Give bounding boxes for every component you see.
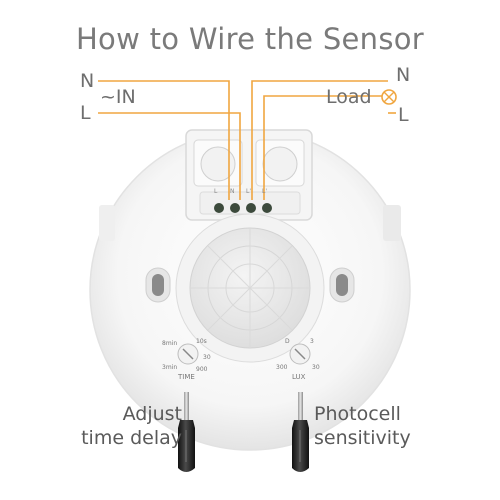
right-neutral-label: N xyxy=(396,64,411,86)
side-tab xyxy=(383,205,401,241)
time-delay-caption-2: time delay xyxy=(68,426,182,450)
lamp-icon xyxy=(381,89,397,105)
terminal-mark: L' xyxy=(262,188,267,195)
time-delay-caption-line2: time delay xyxy=(81,427,182,449)
photocell-caption: Photocell xyxy=(314,402,424,426)
time-tick: 3min xyxy=(162,364,178,371)
screwdriver-icon xyxy=(178,392,195,472)
terminal-screw xyxy=(214,203,224,213)
lux-tick: 300 xyxy=(276,364,288,371)
time-tick: 10s xyxy=(196,338,207,345)
lux-knob xyxy=(289,343,311,365)
photocell-caption-line2: sensitivity xyxy=(314,427,411,449)
lux-knob-label: LUX xyxy=(292,373,306,381)
photocell-caption-line1: Photocell xyxy=(314,403,401,425)
wire-neutral-in xyxy=(98,80,230,200)
terminal-screws xyxy=(214,203,272,213)
terminal-mark: N xyxy=(230,188,235,195)
wire-neutral-out xyxy=(251,80,388,200)
time-tick: 900 xyxy=(196,366,208,373)
mounting-holes xyxy=(145,267,355,303)
lux-tick: 30 xyxy=(312,364,320,371)
left-neutral-label: N xyxy=(80,70,95,92)
lux-tick: D xyxy=(285,338,290,345)
right-live-label: L xyxy=(398,104,409,126)
lux-tick: 3 xyxy=(310,338,314,345)
screwdriver-icon xyxy=(292,392,309,472)
pir-lens xyxy=(175,213,325,363)
diagram-title: How to Wire the Sensor xyxy=(75,22,425,56)
terminal-housing xyxy=(185,129,313,221)
terminal-screw xyxy=(246,203,256,213)
time-knob xyxy=(177,343,199,365)
terminal-screw xyxy=(230,203,240,213)
time-tick: 30 xyxy=(203,354,211,361)
terminal-screw xyxy=(262,203,272,213)
time-tick: 8min xyxy=(162,340,178,347)
terminal-mark: L xyxy=(214,188,218,195)
side-tab xyxy=(99,205,115,241)
photocell-caption-2: sensitivity xyxy=(314,426,424,450)
time-knob-label: TIME xyxy=(178,373,195,381)
left-live-label: L xyxy=(80,102,91,124)
time-delay-caption: Adjust xyxy=(102,402,182,426)
wire-live-in xyxy=(98,112,241,200)
input-label: ~IN xyxy=(100,86,136,108)
terminal-mark: L' xyxy=(246,188,251,195)
load-label: Load xyxy=(326,86,372,108)
time-delay-caption-line1: Adjust xyxy=(122,403,182,425)
